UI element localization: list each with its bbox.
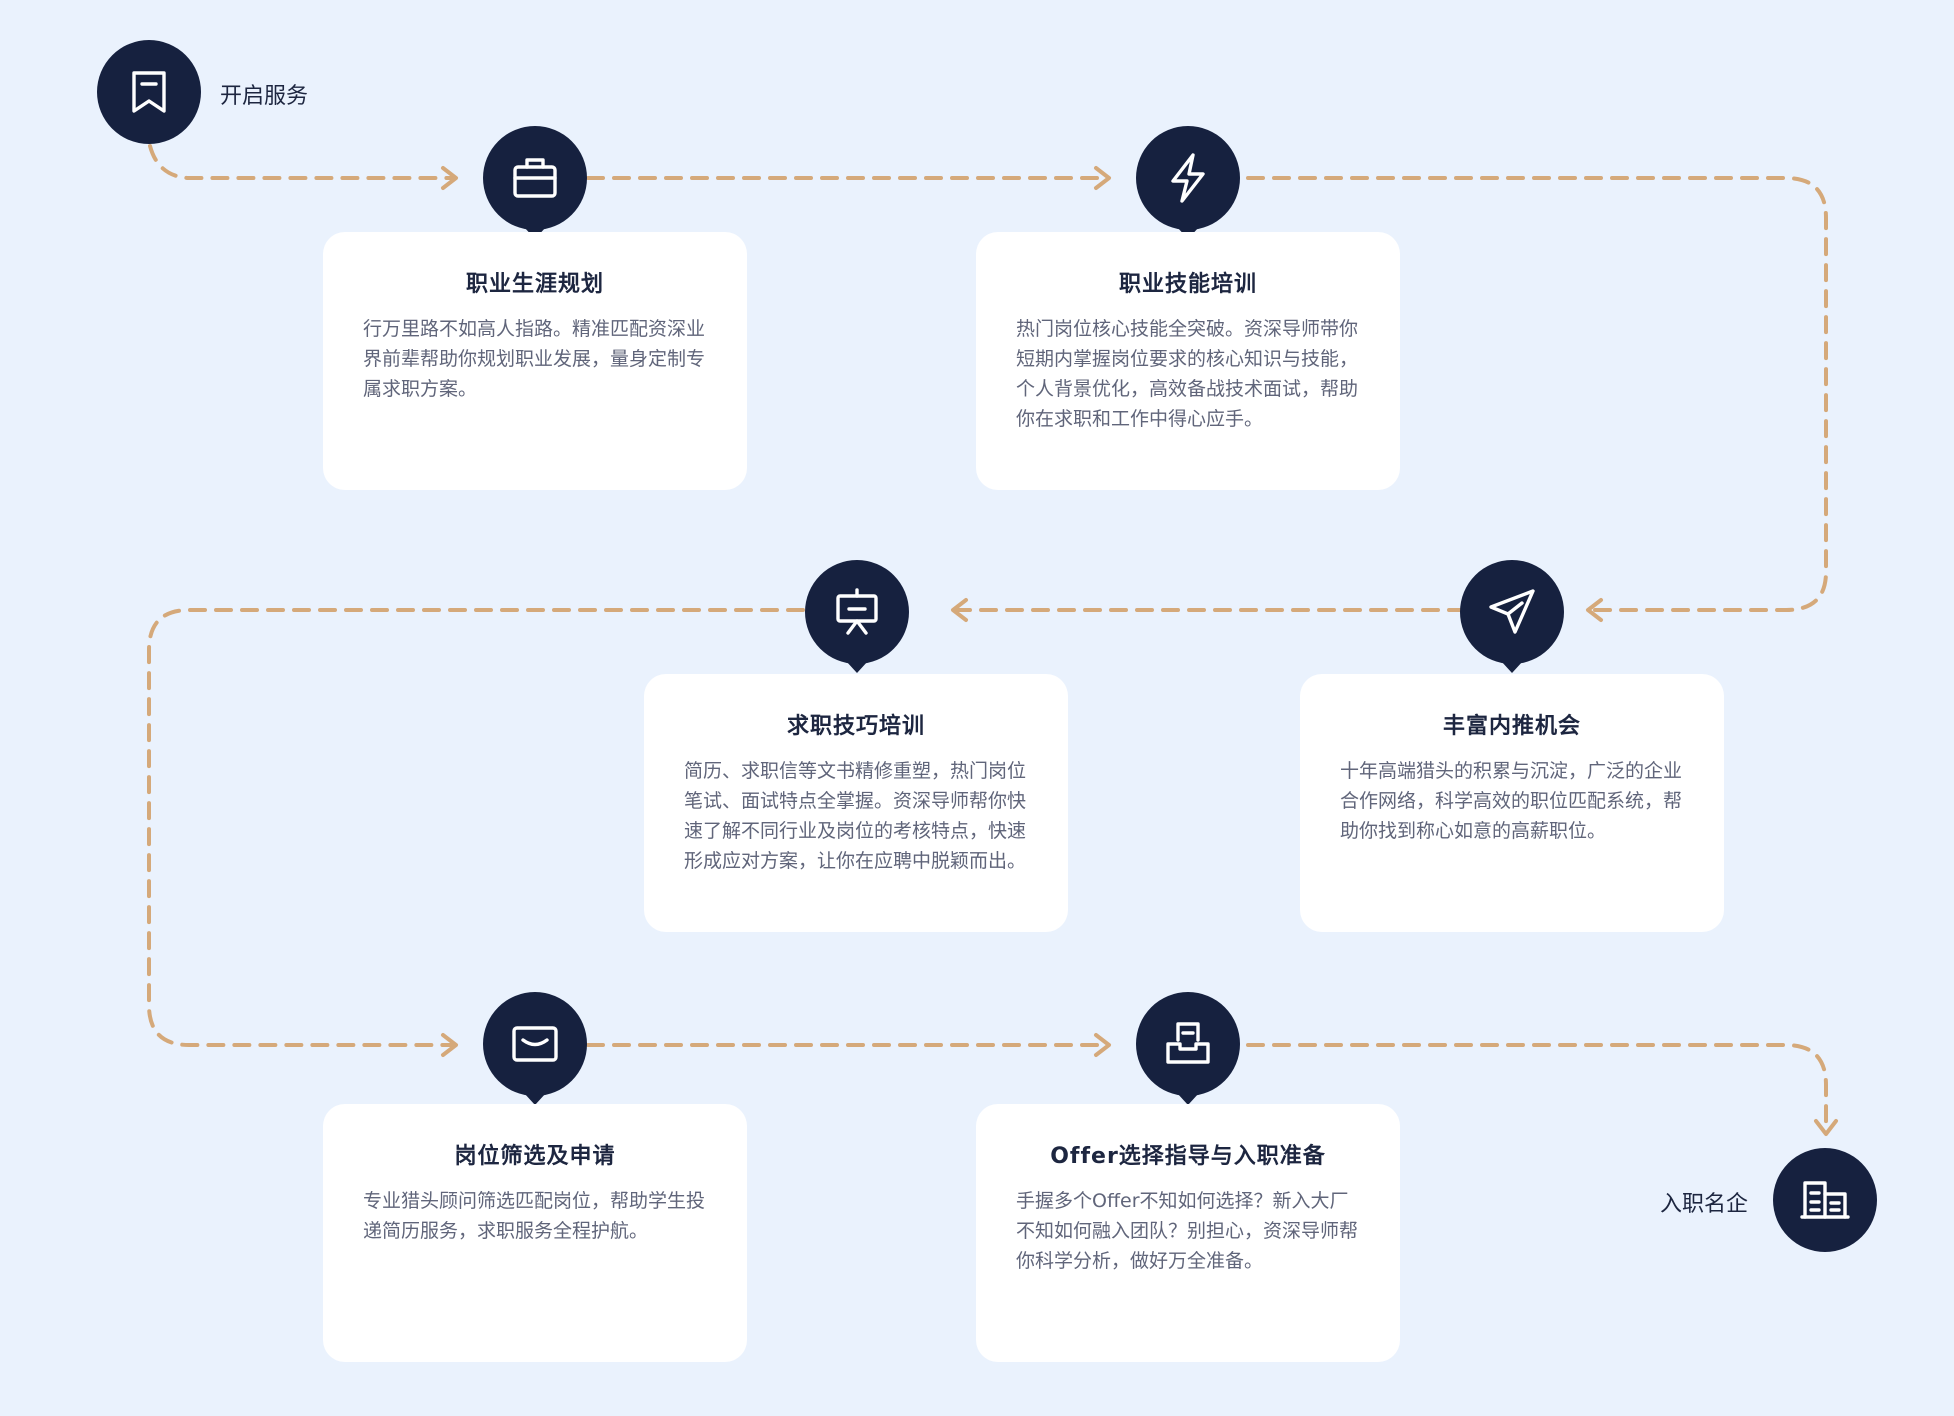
step4-title: 求职技巧培训 bbox=[786, 714, 925, 739]
step6-node bbox=[1136, 992, 1240, 1105]
arrow-head bbox=[441, 1033, 458, 1057]
arrow-head bbox=[1094, 166, 1111, 190]
step4-description: 简历、求职信等文书精修重塑，热门岗位笔试、面试特点全掌握。资深导师帮你快速了解不… bbox=[684, 760, 1027, 872]
building-icon bbox=[1800, 1181, 1850, 1219]
step5-card: 岗位筛选及申请 专业猎头顾问筛选匹配岗位，帮助学生投递简历服务，求职服务全程护航… bbox=[323, 1104, 747, 1362]
start-node bbox=[97, 40, 201, 144]
step1-node bbox=[483, 126, 587, 239]
start-label: 开启服务 bbox=[220, 84, 309, 109]
step5-title: 岗位筛选及申请 bbox=[454, 1144, 616, 1169]
step2-node bbox=[1136, 126, 1240, 239]
connector-start-to-step1 bbox=[148, 144, 457, 180]
step1-card: 职业生涯规划 行万里路不如高人指路。精准匹配资深业界前辈帮助你规划职业发展，量身… bbox=[323, 232, 747, 490]
step2-title: 职业技能培训 bbox=[1118, 272, 1257, 297]
step3-description: 十年高端猎头的积累与沉淀，广泛的企业合作网络，科学高效的职位匹配系统，帮助你找到… bbox=[1340, 760, 1683, 842]
paper-plane-icon bbox=[1489, 589, 1535, 634]
arrow-head bbox=[951, 598, 968, 622]
step5-node bbox=[483, 992, 587, 1105]
step6-description: 手握多个Offer不知如何选择？新入大厂不知如何融入团队？别担心，资深导师帮你科… bbox=[1016, 1190, 1359, 1272]
end-node bbox=[1773, 1148, 1877, 1252]
step3-title: 丰富内推机会 bbox=[1442, 714, 1581, 739]
briefcase-icon bbox=[513, 158, 557, 198]
envelope-icon bbox=[512, 1026, 558, 1062]
step5-description: 专业猎头顾问筛选匹配岗位，帮助学生投递简历服务，求职服务全程护航。 bbox=[363, 1190, 706, 1242]
step2-description: 热门岗位核心技能全突破。资深导师带你短期内掌握岗位要求的核心知识与技能，个人背景… bbox=[1016, 318, 1359, 430]
arrow-head bbox=[1814, 1119, 1838, 1136]
step6-card: Offer选择指导与入职准备 手握多个Offer不知如何选择？新入大厂不知如何融… bbox=[976, 1104, 1400, 1362]
lightning-icon bbox=[1171, 153, 1205, 203]
step1-description: 行万里路不如高人指路。精准匹配资深业界前辈帮助你规划职业发展，量身定制专属求职方… bbox=[363, 318, 706, 400]
presentation-icon bbox=[836, 588, 878, 635]
inbox-tray-icon bbox=[1166, 1022, 1210, 1064]
step4-card: 求职技巧培训 简历、求职信等文书精修重塑，热门岗位笔试、面试特点全掌握。资深导师… bbox=[644, 674, 1068, 932]
step4-node bbox=[805, 560, 909, 673]
arrow-head bbox=[441, 166, 458, 190]
step3-card: 丰富内推机会 十年高端猎头的积累与沉淀，广泛的企业合作网络，科学高效的职位匹配系… bbox=[1300, 674, 1724, 932]
connector-step2-to-step3 bbox=[1246, 176, 1828, 612]
bookmark-icon bbox=[132, 71, 166, 113]
arrow-head bbox=[1094, 1033, 1111, 1057]
step1-title: 职业生涯规划 bbox=[465, 272, 604, 297]
step6-title: Offer选择指导与入职准备 bbox=[1050, 1144, 1326, 1169]
connector-step6-to-end bbox=[1246, 1043, 1828, 1130]
step2-card: 职业技能培训 热门岗位核心技能全突破。资深导师带你短期内掌握岗位要求的核心知识与… bbox=[976, 232, 1400, 490]
step3-node bbox=[1460, 560, 1564, 673]
arrow-head bbox=[1586, 598, 1603, 622]
connector-step4-to-step5 bbox=[147, 608, 805, 1047]
end-label: 入职名企 bbox=[1660, 1192, 1749, 1217]
